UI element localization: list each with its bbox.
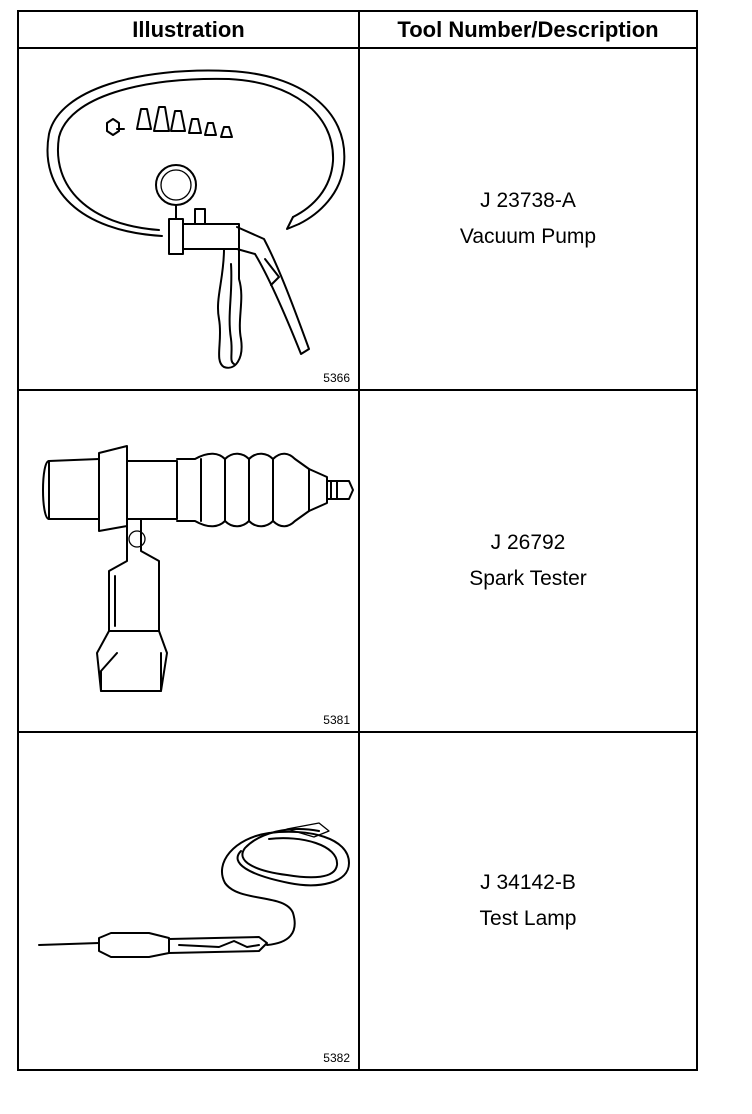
tool-description-cell: J 23738-A Vacuum Pump bbox=[360, 49, 696, 389]
table-row: 5382 J 34142-B Test Lamp bbox=[19, 733, 696, 1069]
figure-number: 5366 bbox=[323, 371, 350, 385]
tool-description: Vacuum Pump bbox=[459, 225, 597, 248]
figure-number: 5382 bbox=[323, 1051, 350, 1065]
illustration-cell: 5381 bbox=[19, 391, 360, 731]
tool-number: J 34142-B bbox=[480, 871, 576, 894]
table-row: 5381 J 26792 Spark Tester bbox=[19, 391, 696, 733]
tool-description: Test Lamp bbox=[479, 907, 577, 930]
spark-tester-icon bbox=[42, 445, 354, 692]
tool-description: Spark Tester bbox=[469, 567, 587, 590]
illustration-cell: 5366 bbox=[19, 49, 360, 389]
tool-number: J 23738-A bbox=[480, 189, 576, 212]
tool-table: Illustration Tool Number/Description bbox=[17, 10, 698, 1071]
header-illustration: Illustration bbox=[19, 12, 360, 49]
vacuum-pump-icon bbox=[46, 69, 346, 369]
illustration-cell: 5382 bbox=[19, 733, 360, 1069]
tool-description-cell: J 26792 Spark Tester bbox=[360, 391, 696, 731]
test-lamp-icon bbox=[38, 822, 350, 958]
tool-description-cell: J 34142-B Test Lamp bbox=[360, 733, 696, 1069]
header-tool-description: Tool Number/Description bbox=[360, 12, 696, 49]
table-row: 5366 J 23738-A Vacuum Pump bbox=[19, 49, 696, 391]
tool-number: J 26792 bbox=[490, 531, 566, 554]
figure-number: 5381 bbox=[323, 713, 350, 727]
